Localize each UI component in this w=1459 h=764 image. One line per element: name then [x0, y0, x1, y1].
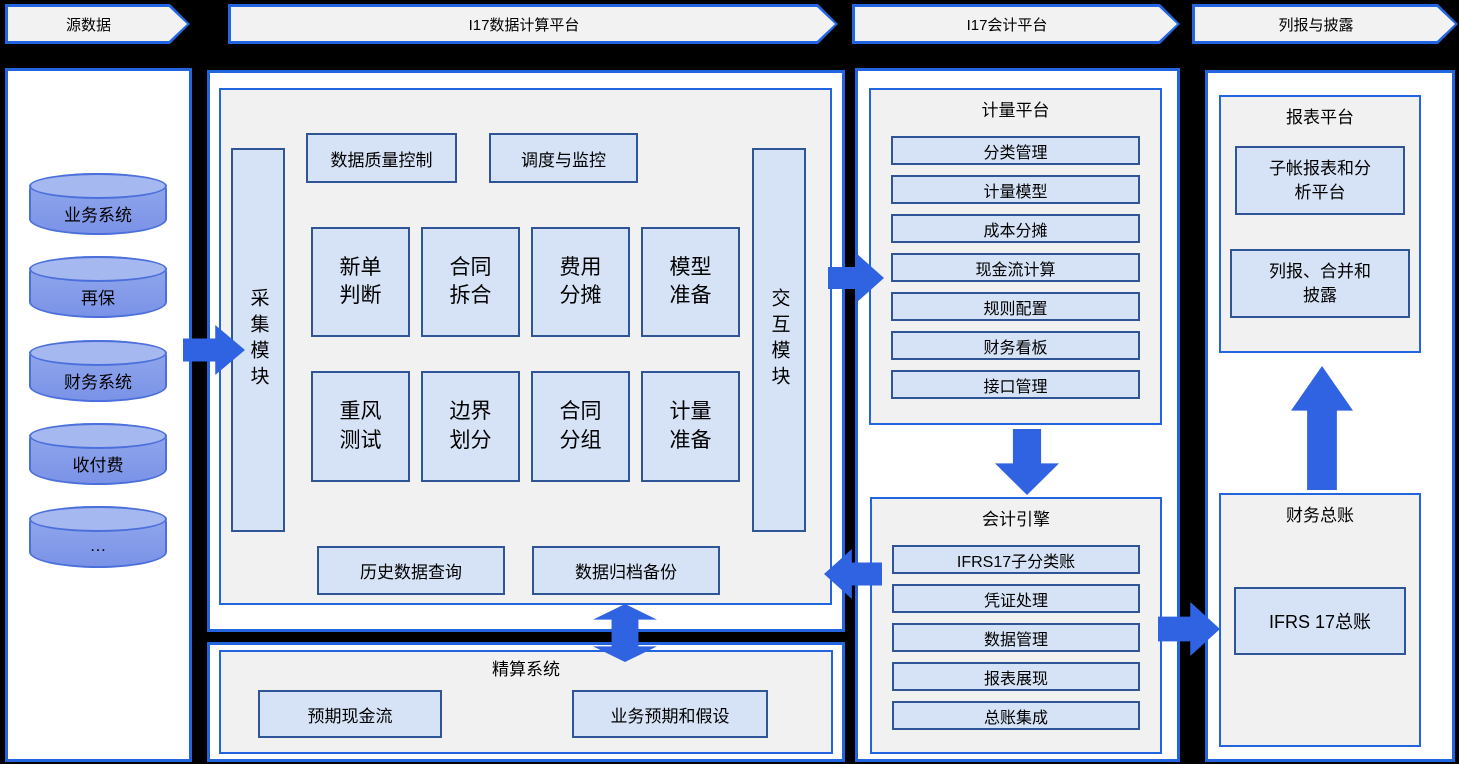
item-label: 现金流计算	[975, 261, 1056, 279]
banner-label: 源数据	[65, 16, 111, 34]
banner-label: 列报与披露	[1278, 16, 1354, 34]
box-label: 边界划分	[449, 400, 492, 452]
measurement-platform-title: 计量平台	[981, 101, 1050, 120]
accounting-engine-items: IFRS17子分类账 凭证处理 数据管理 报表展现 总账集成	[872, 537, 1160, 730]
banner-source-data: 源数据	[5, 4, 190, 44]
database-cylinder-finance: 财务系统	[29, 340, 167, 402]
banner-label: I17会计平台	[966, 16, 1048, 34]
banner-compute-platform: I17数据计算平台	[228, 4, 838, 44]
contract-group-box: 合同分组	[531, 371, 630, 482]
measurement-items: 分类管理 计量模型 成本分摊 现金流计算 规则配置 财务看板 接口管理	[871, 128, 1160, 399]
box-label: 子帐报表和分析平台	[1269, 158, 1371, 202]
business-assumption-box: 业务预期和假设	[572, 690, 768, 738]
list-item: 财务看板	[891, 331, 1140, 360]
item-label: 总账集成	[983, 709, 1048, 727]
measure-prepare-box: 计量准备	[641, 371, 740, 482]
list-item: 分类管理	[891, 136, 1140, 165]
expense-alloc-box: 费用分摊	[531, 227, 630, 337]
list-item: IFRS17子分类账	[892, 545, 1140, 574]
box-label: 合同拆合	[449, 255, 492, 307]
source-data-panel: 业务系统 再保 财务系统 收付费 …	[5, 68, 192, 762]
item-label: 凭证处理	[983, 592, 1048, 610]
box-label: 业务预期和假设	[610, 706, 730, 726]
cylinder-label: 财务系统	[64, 372, 132, 392]
data-quality-control-box: 数据质量控制	[306, 133, 457, 183]
list-item: 凭证处理	[892, 584, 1140, 613]
expected-cashflow-box: 预期现金流	[258, 690, 442, 738]
item-label: 成本分摊	[983, 222, 1048, 240]
presentation-consolidation-box: 列报、合并和披露	[1230, 249, 1410, 318]
collect-module-label: 采集模块	[247, 288, 269, 392]
item-label: 规则配置	[983, 300, 1048, 318]
accounting-engine-title: 会计引擎	[982, 510, 1050, 529]
general-ledger-title: 财务总账	[1286, 506, 1354, 525]
box-label: 数据质量控制	[330, 150, 433, 170]
report-platform-box: 报表平台 子帐报表和分析平台 列报、合并和披露	[1219, 95, 1421, 353]
cylinder-label: 再保	[81, 288, 115, 308]
box-label: 合同分组	[559, 400, 602, 452]
list-item: 现金流计算	[891, 253, 1140, 282]
item-label: 财务看板	[983, 339, 1048, 357]
banner-disclosure: 列报与披露	[1192, 4, 1458, 44]
reins-test-box: 重风测试	[311, 371, 410, 482]
item-label: IFRS17子分类账	[956, 553, 1076, 571]
history-query-box: 历史数据查询	[317, 546, 505, 595]
box-label: 计量准备	[669, 400, 712, 452]
item-label: 接口管理	[983, 378, 1048, 396]
interact-module-bar: 交互模块	[752, 148, 806, 532]
archive-backup-box: 数据归档备份	[532, 546, 720, 595]
list-item: 规则配置	[891, 292, 1140, 321]
general-ledger-box: 财务总账 IFRS 17总账	[1219, 493, 1421, 747]
box-label: 新单判断	[339, 255, 382, 307]
item-label: 报表展现	[983, 670, 1048, 688]
collect-module-bar: 采集模块	[231, 148, 285, 532]
banner-label: I17数据计算平台	[468, 16, 580, 34]
ifrs17-ledger-box: IFRS 17总账	[1234, 587, 1406, 655]
list-item: 数据管理	[892, 623, 1140, 652]
box-label: 费用分摊	[559, 255, 602, 307]
box-label: 重风测试	[339, 400, 382, 452]
schedule-monitor-box: 调度与监控	[489, 133, 638, 183]
box-label: 预期现金流	[307, 706, 393, 726]
item-label: 分类管理	[983, 144, 1048, 162]
box-label: 模型准备	[669, 255, 712, 307]
report-platform-title: 报表平台	[1286, 108, 1354, 127]
box-label: 数据归档备份	[575, 563, 677, 582]
contract-split-box: 合同拆合	[421, 227, 520, 337]
cylinder-label: 业务系统	[64, 205, 132, 225]
list-item: 报表展现	[892, 662, 1140, 691]
database-cylinder-reinsurance: 再保	[29, 256, 167, 318]
box-label: IFRS 17总账	[1268, 612, 1372, 632]
database-cylinder-more: …	[29, 506, 167, 568]
box-label: 列报、合并和披露	[1269, 261, 1371, 305]
list-item: 成本分摊	[891, 214, 1140, 243]
box-label: 历史数据查询	[360, 563, 462, 582]
item-label: 数据管理	[983, 631, 1048, 649]
database-cylinder-business: 业务系统	[29, 173, 167, 235]
subledger-report-box: 子帐报表和分析平台	[1235, 146, 1405, 215]
new-policy-judge-box: 新单判断	[311, 227, 410, 337]
banner-accounting-platform: I17会计平台	[852, 4, 1180, 44]
box-label: 调度与监控	[521, 150, 606, 170]
list-item: 总账集成	[892, 701, 1140, 730]
model-prepare-box: 模型准备	[641, 227, 740, 337]
list-item: 计量模型	[891, 175, 1140, 204]
measurement-platform-box: 计量平台 分类管理 计量模型 成本分摊 现金流计算 规则配置 财务看板 接口管理	[869, 88, 1162, 425]
boundary-divide-box: 边界划分	[421, 371, 520, 482]
cylinder-label: 收付费	[72, 455, 124, 475]
interact-module-label: 交互模块	[768, 288, 790, 392]
accounting-engine-box: 会计引擎 IFRS17子分类账 凭证处理 数据管理 报表展现 总账集成	[870, 497, 1162, 754]
actuarial-system-title: 精算系统	[492, 660, 560, 679]
database-cylinder-payment: 收付费	[29, 423, 167, 485]
item-label: 计量模型	[983, 183, 1048, 201]
cylinder-label: …	[89, 536, 107, 555]
list-item: 接口管理	[891, 370, 1140, 399]
